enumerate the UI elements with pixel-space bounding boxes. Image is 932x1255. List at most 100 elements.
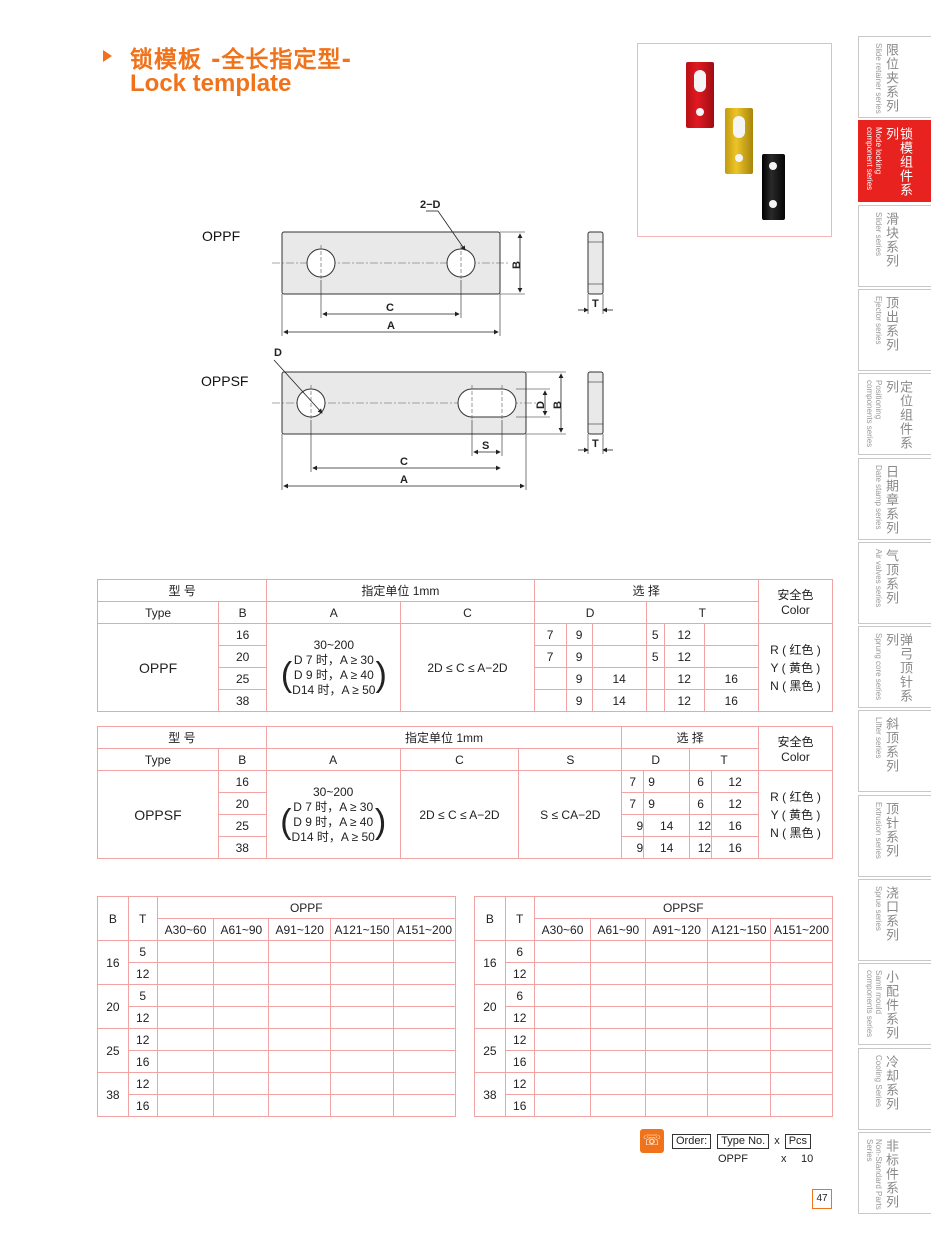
price-cell bbox=[268, 940, 332, 963]
t-cell: 5 bbox=[645, 623, 665, 646]
price-cell bbox=[645, 984, 709, 1007]
side-tab-label-en: Extrusion series bbox=[874, 801, 883, 859]
side-tab-label-en: Air valves series bbox=[874, 548, 883, 608]
t-cell: 12 bbox=[127, 1028, 158, 1051]
b-cell: 38 bbox=[217, 836, 267, 859]
price-cell bbox=[156, 1006, 215, 1029]
order-pcs-label: Pcs bbox=[784, 1133, 812, 1149]
oppsf-plate-front bbox=[272, 371, 536, 435]
price-cell bbox=[707, 1050, 772, 1073]
price-cell bbox=[213, 1028, 270, 1051]
header-d: D bbox=[621, 748, 691, 771]
t-cell: 12 bbox=[127, 1072, 158, 1095]
d-cell: 7 bbox=[533, 623, 567, 646]
a-line: D 7 时，A ≥ 30 bbox=[293, 799, 374, 814]
black-lock-template bbox=[762, 154, 785, 220]
b-cell: 16 bbox=[474, 940, 506, 985]
price-cell bbox=[645, 1072, 709, 1095]
color-option: N ( 黑色 ) bbox=[770, 825, 821, 840]
price-cell bbox=[268, 984, 332, 1007]
price-table-title: OPPF bbox=[156, 896, 457, 919]
a-line: D 9 时，A ≥ 40 bbox=[293, 667, 374, 682]
header-unit: 指定单位 1mm bbox=[266, 579, 535, 602]
yellow-lock-template bbox=[725, 108, 753, 174]
price-cell bbox=[707, 984, 772, 1007]
price-cell bbox=[770, 984, 833, 1007]
header-color-en: Color bbox=[781, 750, 810, 764]
t-cell: 16 bbox=[504, 1050, 535, 1073]
header-type-zh: 型 号 bbox=[97, 726, 267, 749]
t-cell: 6 bbox=[504, 984, 535, 1007]
d-cell bbox=[591, 623, 647, 646]
b-cell: 25 bbox=[217, 814, 267, 837]
t-cell: 6 bbox=[689, 792, 713, 815]
price-cell bbox=[268, 1028, 332, 1051]
header-s: S bbox=[518, 748, 623, 771]
dim-2d-label: 2−D bbox=[420, 199, 441, 211]
d-cell: 9 bbox=[565, 623, 593, 646]
price-cell bbox=[533, 1028, 592, 1051]
price-cell bbox=[645, 1028, 709, 1051]
price-cell bbox=[590, 1072, 647, 1095]
price-cell bbox=[707, 1094, 772, 1117]
dim-s-label: S bbox=[482, 440, 489, 452]
d-cell: 9 bbox=[621, 814, 645, 837]
c-rule-cell: 2D ≤ C ≤ A−2D bbox=[400, 623, 535, 712]
t-cell bbox=[703, 645, 759, 668]
price-cell bbox=[330, 1006, 395, 1029]
side-tab-label-zh: 顶出系列 bbox=[883, 295, 898, 352]
price-cell bbox=[268, 1006, 332, 1029]
header-c: C bbox=[399, 748, 520, 771]
header-color-en: Color bbox=[781, 603, 810, 617]
price-cell bbox=[770, 940, 833, 963]
price-cell bbox=[645, 1006, 709, 1029]
d-cell: 9 bbox=[643, 770, 691, 793]
price-cell bbox=[707, 1006, 772, 1029]
price-cell bbox=[213, 940, 270, 963]
page-title-zh: 锁模板 -全长指定型- bbox=[130, 47, 353, 73]
d-cell: 14 bbox=[643, 814, 691, 837]
price-cell bbox=[770, 1050, 833, 1073]
t-cell: 6 bbox=[504, 940, 535, 963]
price-cell bbox=[645, 940, 709, 963]
price-cell bbox=[393, 1006, 456, 1029]
dim-a-label-oppsf: A bbox=[400, 474, 408, 486]
t-cell: 12 bbox=[127, 1006, 158, 1029]
header-a-range: A121~150 bbox=[707, 918, 772, 941]
price-cell bbox=[707, 962, 772, 985]
header-a-range: A30~60 bbox=[156, 918, 215, 941]
side-tab-label-zh: 滑块系列 bbox=[883, 211, 898, 268]
price-cell bbox=[213, 1072, 270, 1095]
side-tab-label-zh: 锁模组件系列 bbox=[883, 127, 912, 198]
t-cell: 6 bbox=[689, 770, 713, 793]
price-cell bbox=[213, 1050, 270, 1073]
header-b: B bbox=[97, 896, 129, 941]
header-a-range: A30~60 bbox=[533, 918, 592, 941]
header-a-range: A151~200 bbox=[393, 918, 456, 941]
side-tab-label-zh: 日期章系列 bbox=[883, 464, 898, 535]
price-cell bbox=[268, 1072, 332, 1095]
price-cell bbox=[533, 962, 592, 985]
t-cell: 16 bbox=[127, 1050, 158, 1073]
type-cell: OPPF bbox=[96, 623, 220, 712]
price-cell bbox=[156, 1094, 215, 1117]
b-cell: 25 bbox=[218, 667, 268, 690]
price-cell bbox=[393, 1072, 456, 1095]
